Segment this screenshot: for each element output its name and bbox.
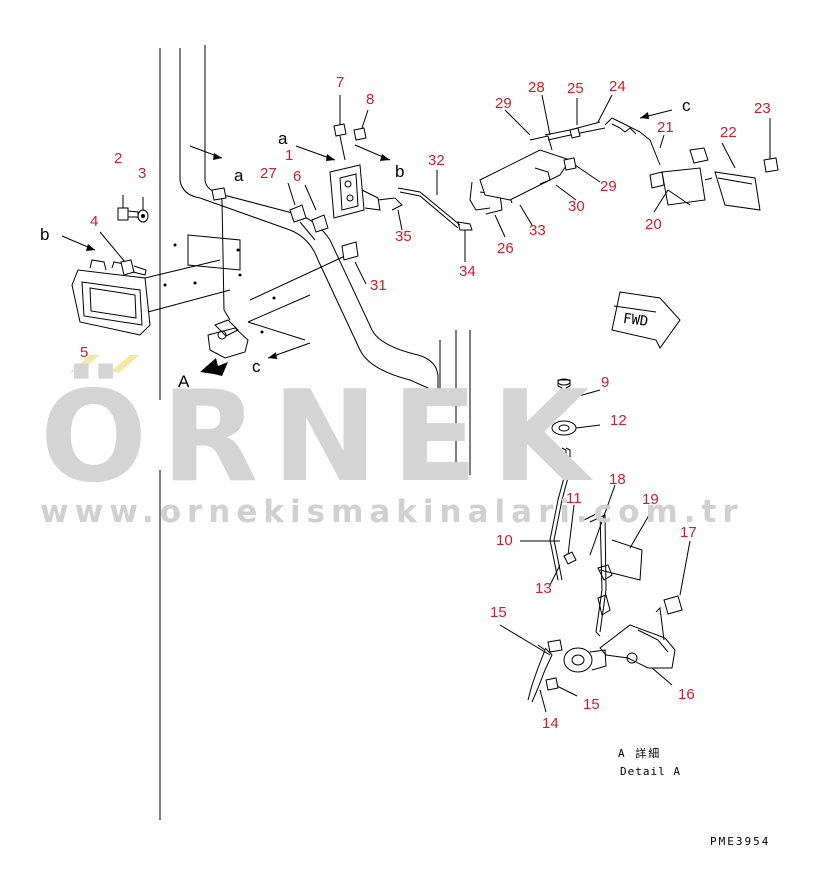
work-lamp <box>71 259 151 336</box>
callout-25: 25 <box>567 80 584 97</box>
callout-26: 26 <box>497 240 514 257</box>
panel-plate <box>163 234 276 334</box>
watermark-brand: ÖRNEK <box>40 362 603 510</box>
callout-13: 13 <box>535 580 552 597</box>
callout-3: 3 <box>138 165 146 182</box>
callout-2: 2 <box>114 150 122 167</box>
callout-9: 9 <box>601 374 609 391</box>
watermark: ÖRNEK www.ornekismakinalari.com.tr <box>40 355 744 530</box>
rod-end <box>333 123 367 161</box>
callout-15a: 15 <box>490 604 507 621</box>
callout-12: 12 <box>610 412 627 429</box>
callout-1: 1 <box>285 147 293 164</box>
callout-15b: 15 <box>583 696 600 713</box>
ref-c-bottom: c <box>252 357 261 376</box>
callout-7: 7 <box>336 74 344 91</box>
callout-19: 19 <box>642 491 659 508</box>
mount-bolts <box>117 207 149 276</box>
callout-18: 18 <box>609 471 626 488</box>
callout-31: 31 <box>370 277 387 294</box>
callout-34: 34 <box>459 263 476 280</box>
callout-21: 21 <box>657 119 674 136</box>
callout-16: 16 <box>678 686 695 703</box>
fwd-badge <box>611 291 681 349</box>
callout-20: 20 <box>645 216 662 233</box>
ref-a-left: a <box>234 166 244 185</box>
callout-17: 17 <box>680 524 697 541</box>
watermark-url: www.ornekismakinalari.com.tr <box>40 494 744 530</box>
ref-c-right: c <box>682 96 691 115</box>
reference-arrows <box>61 109 673 376</box>
ref-b-left: b <box>40 225 49 244</box>
callout-14: 14 <box>542 715 559 732</box>
fwd-label: FWD <box>622 311 649 330</box>
callout-5: 5 <box>80 344 88 361</box>
detail-caption-en: Detail A <box>620 765 681 778</box>
callout-32: 32 <box>428 152 445 169</box>
callout-22: 22 <box>720 124 737 141</box>
callout-29b: 29 <box>600 178 617 195</box>
callout-23: 23 <box>754 100 771 117</box>
callout-4: 4 <box>90 213 98 230</box>
callout-10: 10 <box>496 532 513 549</box>
ref-a-top: a <box>278 129 288 148</box>
drawing-code: PME3954 <box>710 835 770 848</box>
fasteners <box>289 204 359 261</box>
callout-28: 28 <box>528 79 545 96</box>
view-arrow-A-icon <box>200 358 228 376</box>
part-callouts: 1 2 3 4 5 6 7 8 9 10 11 12 13 14 15 15 1… <box>80 74 771 732</box>
switch-bracket <box>329 164 403 219</box>
callout-33: 33 <box>529 222 546 239</box>
pedal-assembly <box>649 147 779 211</box>
callout-35: 35 <box>395 228 412 245</box>
callout-30: 30 <box>568 198 585 215</box>
lower-switch-bracket <box>207 187 249 359</box>
detail-caption-jp: A 詳細 <box>618 746 661 760</box>
reference-letters: a a b b c c A <box>40 96 691 391</box>
callout-11: 11 <box>566 490 582 507</box>
ref-b-right: b <box>395 162 404 181</box>
callout-24: 24 <box>609 78 626 95</box>
callout-6: 6 <box>293 168 301 185</box>
detail-caption: A 詳細 Detail A <box>618 746 681 778</box>
callout-8: 8 <box>366 91 374 108</box>
callout-29a: 29 <box>495 95 512 112</box>
ref-view-A: A <box>178 372 190 391</box>
callout-27: 27 <box>260 165 277 182</box>
detail-a-assembly <box>527 378 683 703</box>
linkage-assembly <box>479 117 661 201</box>
